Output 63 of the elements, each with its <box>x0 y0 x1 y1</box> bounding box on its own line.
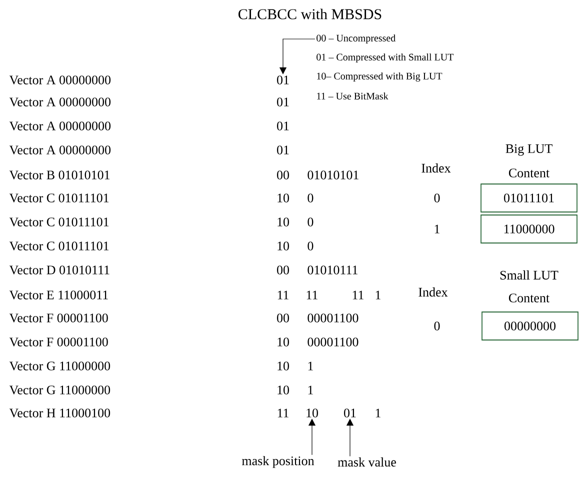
code-legend-text: 00 – Uncompressed <box>316 34 396 44</box>
code-text: 00 <box>277 314 289 322</box>
vector-text: Vector B 01010101 <box>9 170 110 180</box>
vector-text: Vector A 00000000 <box>9 146 111 154</box>
code-text: 10 <box>278 386 289 394</box>
code-text: 00 <box>277 266 289 274</box>
table-heading: Small LUT <box>500 270 558 280</box>
vector-text: Vector F 00001100 <box>9 314 108 322</box>
code-text: 10 <box>278 362 289 370</box>
code-legend-text: 11 – Use BitMask <box>317 92 388 100</box>
data-text: 01010111 <box>308 266 358 274</box>
code-text: 10 <box>278 194 289 202</box>
code-text: 01 <box>277 122 289 130</box>
title: CLCBCC with MBSDS <box>238 8 382 20</box>
code-text: 11 <box>278 290 288 300</box>
vector-text: Vector H 11000100 <box>9 408 110 418</box>
vector-text: Vector G 11000000 <box>9 362 110 370</box>
code-text: 01 <box>277 76 289 84</box>
vector-text: Vector C 01011101 <box>9 218 109 226</box>
data-text: 00001100 <box>308 314 358 322</box>
lut-entry-box: 11000000 <box>480 214 578 244</box>
data-text: 10 <box>306 408 318 418</box>
data-text: 00001100 <box>308 338 358 346</box>
vector-text: Vector C 01011101 <box>9 194 109 202</box>
vector-text: Vector A 00000000 <box>9 76 111 84</box>
table-heading: Index <box>418 287 448 297</box>
index-text: 0 <box>434 322 440 330</box>
vector-text: Vector F 00001100 <box>9 338 108 346</box>
vector-text: Vector E 11000011 <box>9 290 108 300</box>
data-text: 01010101 <box>308 170 358 180</box>
code-text: 00 <box>277 170 289 180</box>
table-heading: Index <box>422 163 451 173</box>
table-heading: Content <box>508 168 550 178</box>
annotation-text: mask value <box>338 457 396 467</box>
data-text: 0 <box>308 242 314 250</box>
data-text: 1 <box>308 386 313 394</box>
lut-entry-box: 01011101 <box>480 184 578 212</box>
data-text: 0 <box>308 218 314 226</box>
annotation-text: mask position <box>242 456 314 468</box>
vector-text: Vector A 00000000 <box>9 98 111 106</box>
index-text: 1 <box>434 224 440 234</box>
lut-entry-box: 00000000 <box>482 312 578 340</box>
data-text: 1 <box>376 290 380 300</box>
code-text: 01 <box>277 98 289 106</box>
data-text: 11 <box>306 290 318 300</box>
table-heading: Big LUT <box>506 144 552 156</box>
vector-text: Vector C 01011101 <box>9 242 109 250</box>
index-text: 0 <box>434 194 440 202</box>
vector-text: Vector D 01010111 <box>9 266 110 274</box>
data-text: 1 <box>308 362 313 370</box>
data-text: 0 <box>308 194 314 202</box>
code-text: 10 <box>278 218 289 226</box>
vector-text: Vector A 00000000 <box>9 122 111 130</box>
code-text: 01 <box>277 146 289 154</box>
data-text: 1 <box>376 408 380 418</box>
code-text: 10 <box>278 338 289 346</box>
code-text: 11 <box>278 408 288 418</box>
vector-text: Vector G 11000000 <box>9 386 110 394</box>
data-text: 11 <box>352 290 364 300</box>
code-legend-text: 10– Compressed with Big LUT <box>317 72 442 82</box>
data-text: 01 <box>344 408 356 418</box>
code-legend-text: 01 – Compressed with Small LUT <box>316 53 454 63</box>
code-text: 10 <box>278 242 289 250</box>
